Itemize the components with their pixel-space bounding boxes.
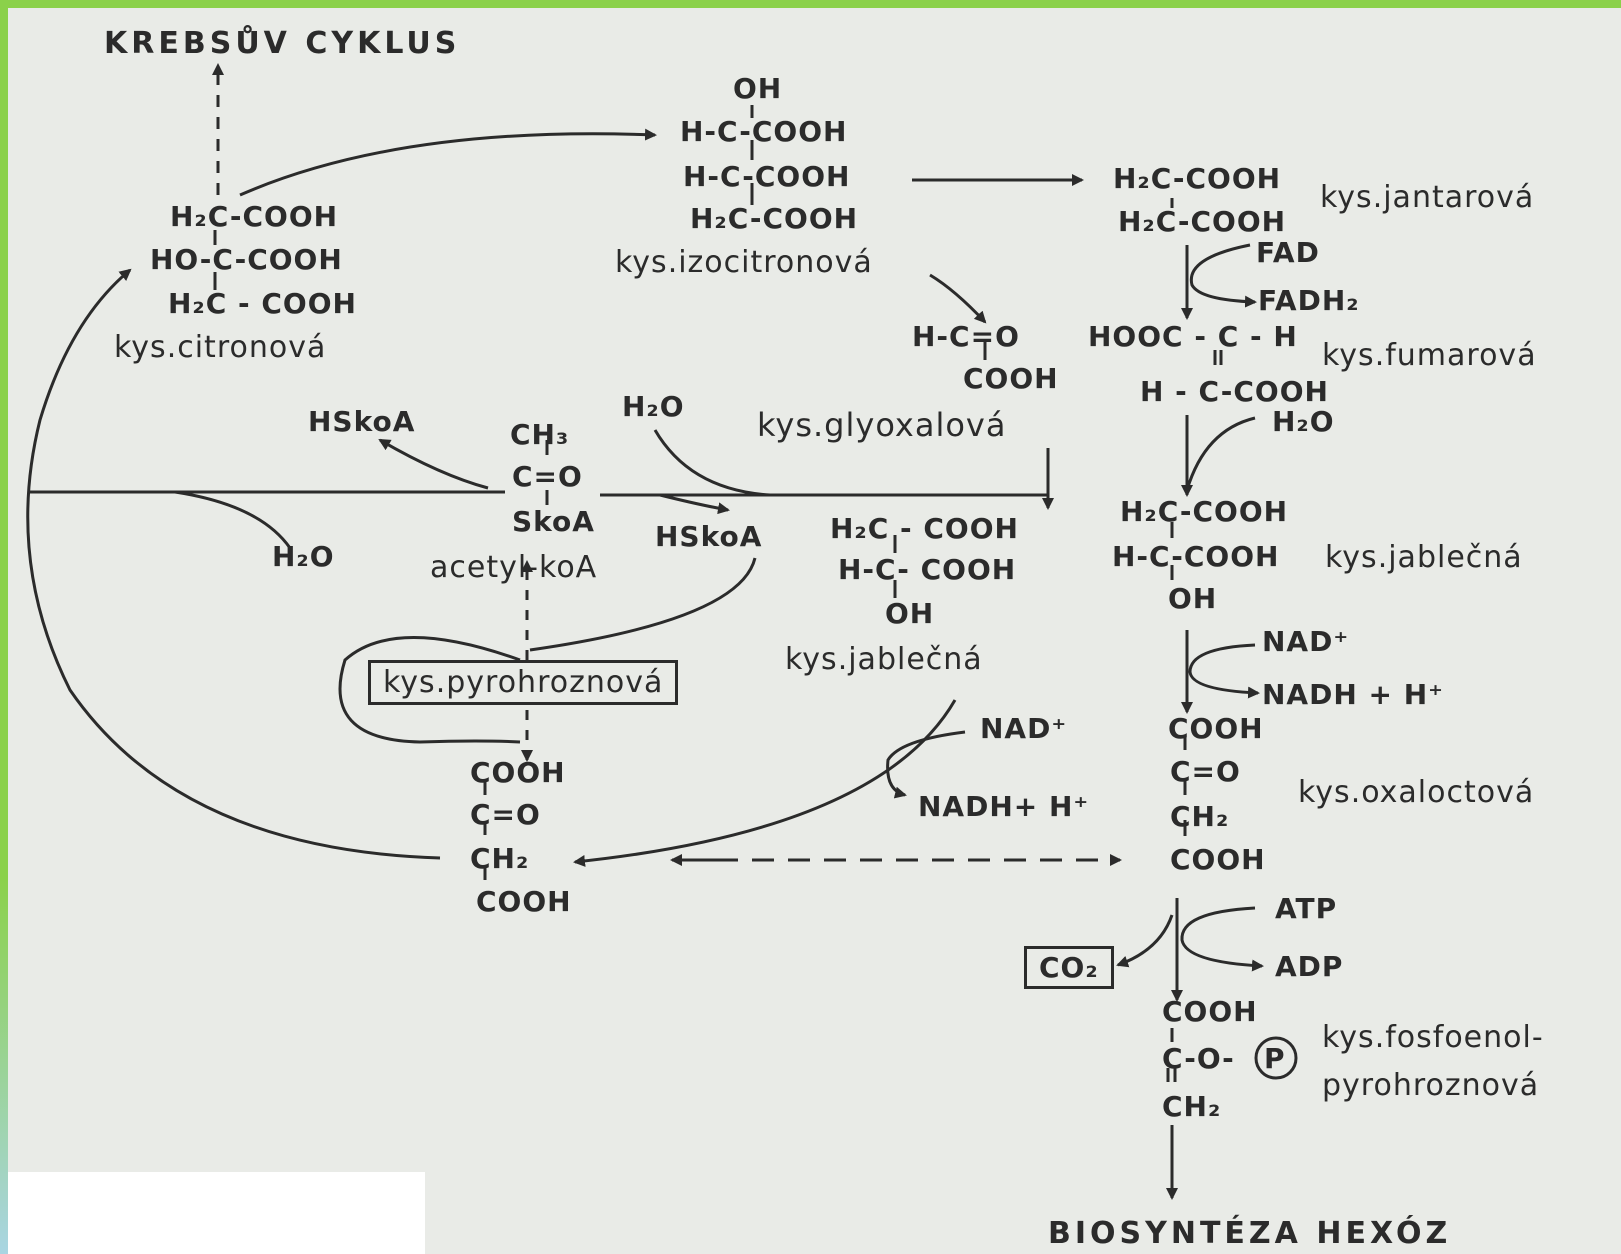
glyoxylate-name: kys.glyoxalová xyxy=(757,406,1007,444)
hskoa-mid-label: HSkoA xyxy=(655,520,763,553)
arrow-citrate-isocitrate xyxy=(239,128,657,197)
acetyl-line-2: C=O xyxy=(512,460,583,493)
arrow-water-curve xyxy=(1185,416,1256,491)
pep-line-3: CH₂ xyxy=(1162,1090,1222,1123)
hskoa-left-label: HSkoA xyxy=(308,405,416,438)
fumarate-line-2: H - C-COOH xyxy=(1140,375,1329,408)
phosphate-circle xyxy=(1254,1036,1298,1080)
fumarate-line-1: HOOC - C - H xyxy=(1088,320,1298,353)
glyoxylate-line-2: COOH xyxy=(963,362,1059,395)
frame-top xyxy=(0,0,1621,8)
succinate-name: kys.jantarová xyxy=(1320,180,1535,215)
oxaloacetate-line-4: COOH xyxy=(1170,843,1266,876)
nad-mid-label: NAD⁺ xyxy=(980,712,1068,745)
arrow-water-left xyxy=(174,490,292,549)
oxaloacetate-line-1: COOH xyxy=(1168,712,1264,745)
isocitrate-line-2: H-C-COOH xyxy=(680,115,848,148)
arrow-pyruvate-loop xyxy=(338,636,521,744)
citrate-name: kys.citronová xyxy=(114,330,327,365)
isocitrate-line-1: OH xyxy=(733,72,783,105)
arrow-fad-curve xyxy=(1189,243,1257,308)
malate-mid-line-1: H₂C - COOH xyxy=(830,512,1019,545)
arrow-loop-to-citrate xyxy=(26,268,441,860)
nad-right-label: NAD⁺ xyxy=(1262,625,1350,658)
arrow-isocitrate-glyoxylate xyxy=(929,273,987,324)
citrate-line-3: H₂C - COOH xyxy=(168,287,357,320)
water-left-label: H₂O xyxy=(272,540,335,573)
arrow-water-mid xyxy=(653,429,771,497)
isocitrate-name: kys.izocitronová xyxy=(615,245,873,280)
pep-name-1: kys.fosfoenol- xyxy=(1322,1020,1544,1055)
nadh-right-label: NADH + H⁺ xyxy=(1262,678,1444,711)
oxaloacetate-name: kys.oxaloctová xyxy=(1298,775,1535,810)
krebs-cycle-label: KREBSŮV CYKLUS xyxy=(104,26,461,61)
malate-mid-line-2: H-C- COOH xyxy=(838,553,1017,586)
pep-line-1: COOH xyxy=(1162,995,1258,1028)
fumarate-name: kys.fumarová xyxy=(1322,338,1537,373)
oxalo-mid-line-3: CH₂ xyxy=(470,842,530,875)
fad-label: FAD xyxy=(1256,236,1320,269)
arrow-nad-mid xyxy=(886,730,966,799)
malate-right-name: kys.jablečná xyxy=(1325,540,1523,575)
arrow-to-hskoa-mid xyxy=(659,493,730,515)
malate-mid-name: kys.jablečná xyxy=(785,642,983,677)
malate-right-line-2: H-C-COOH xyxy=(1112,540,1280,573)
isocitrate-line-4: H₂C-COOH xyxy=(690,202,859,235)
water-right-label: H₂O xyxy=(1272,405,1335,438)
atp-label: ATP xyxy=(1275,892,1338,925)
oxaloacetate-line-3: CH₂ xyxy=(1170,800,1230,833)
phosphate-label: P xyxy=(1264,1042,1286,1075)
arrow-to-co2 xyxy=(1116,914,1174,968)
malate-right-line-3: OH xyxy=(1168,582,1218,615)
nadh-mid-label: NADH+ H⁺ xyxy=(918,790,1090,823)
oxalo-mid-line-1: COOH xyxy=(470,756,566,789)
citrate-line-1: H₂C-COOH xyxy=(170,200,339,233)
arrow-atp-curve xyxy=(1180,906,1264,972)
isocitrate-line-3: H-C-COOH xyxy=(683,160,851,193)
co2-box: CO₂ xyxy=(1024,946,1114,989)
pep-line-2: C-O- xyxy=(1162,1042,1235,1075)
blank-patch xyxy=(8,1172,425,1254)
succinate-line-2: H₂C-COOH xyxy=(1118,205,1287,238)
succinate-line-1: H₂C-COOH xyxy=(1113,162,1282,195)
arrow-to-hskoa-left xyxy=(378,438,489,490)
arrow-malate-to-oxalo-mid xyxy=(573,699,957,867)
arrow-nad-curve xyxy=(1188,643,1260,699)
pyruvate-box: kys.pyrohroznová xyxy=(368,660,679,705)
malate-mid-line-3: OH xyxy=(885,597,935,630)
glyoxylate-line-1: H-C=O xyxy=(912,320,1020,353)
adp-label: ADP xyxy=(1275,950,1344,983)
acetyl-line-1: CH₃ xyxy=(510,418,570,451)
oxaloacetate-line-2: C=O xyxy=(1170,755,1241,788)
oxalo-mid-line-4: COOH xyxy=(476,885,572,918)
arrow-hskoa-to-pyruvate xyxy=(529,557,757,652)
malate-right-line-1: H₂C-COOH xyxy=(1120,495,1289,528)
fadh2-label: FADH₂ xyxy=(1258,284,1360,317)
oxalo-mid-line-2: C=O xyxy=(470,798,541,831)
frame-left xyxy=(0,0,8,1254)
acetyl-name: acetyl-koA xyxy=(430,550,598,585)
hexose-biosynthesis-label: BIOSYNTÉZA HEXÓZ xyxy=(1048,1216,1452,1251)
citrate-line-2: HO-C-COOH xyxy=(150,243,343,276)
pep-name-2: pyrohroznová xyxy=(1322,1068,1540,1103)
acetyl-line-3: SkoA xyxy=(512,505,595,538)
water-mid-label: H₂O xyxy=(622,390,685,423)
